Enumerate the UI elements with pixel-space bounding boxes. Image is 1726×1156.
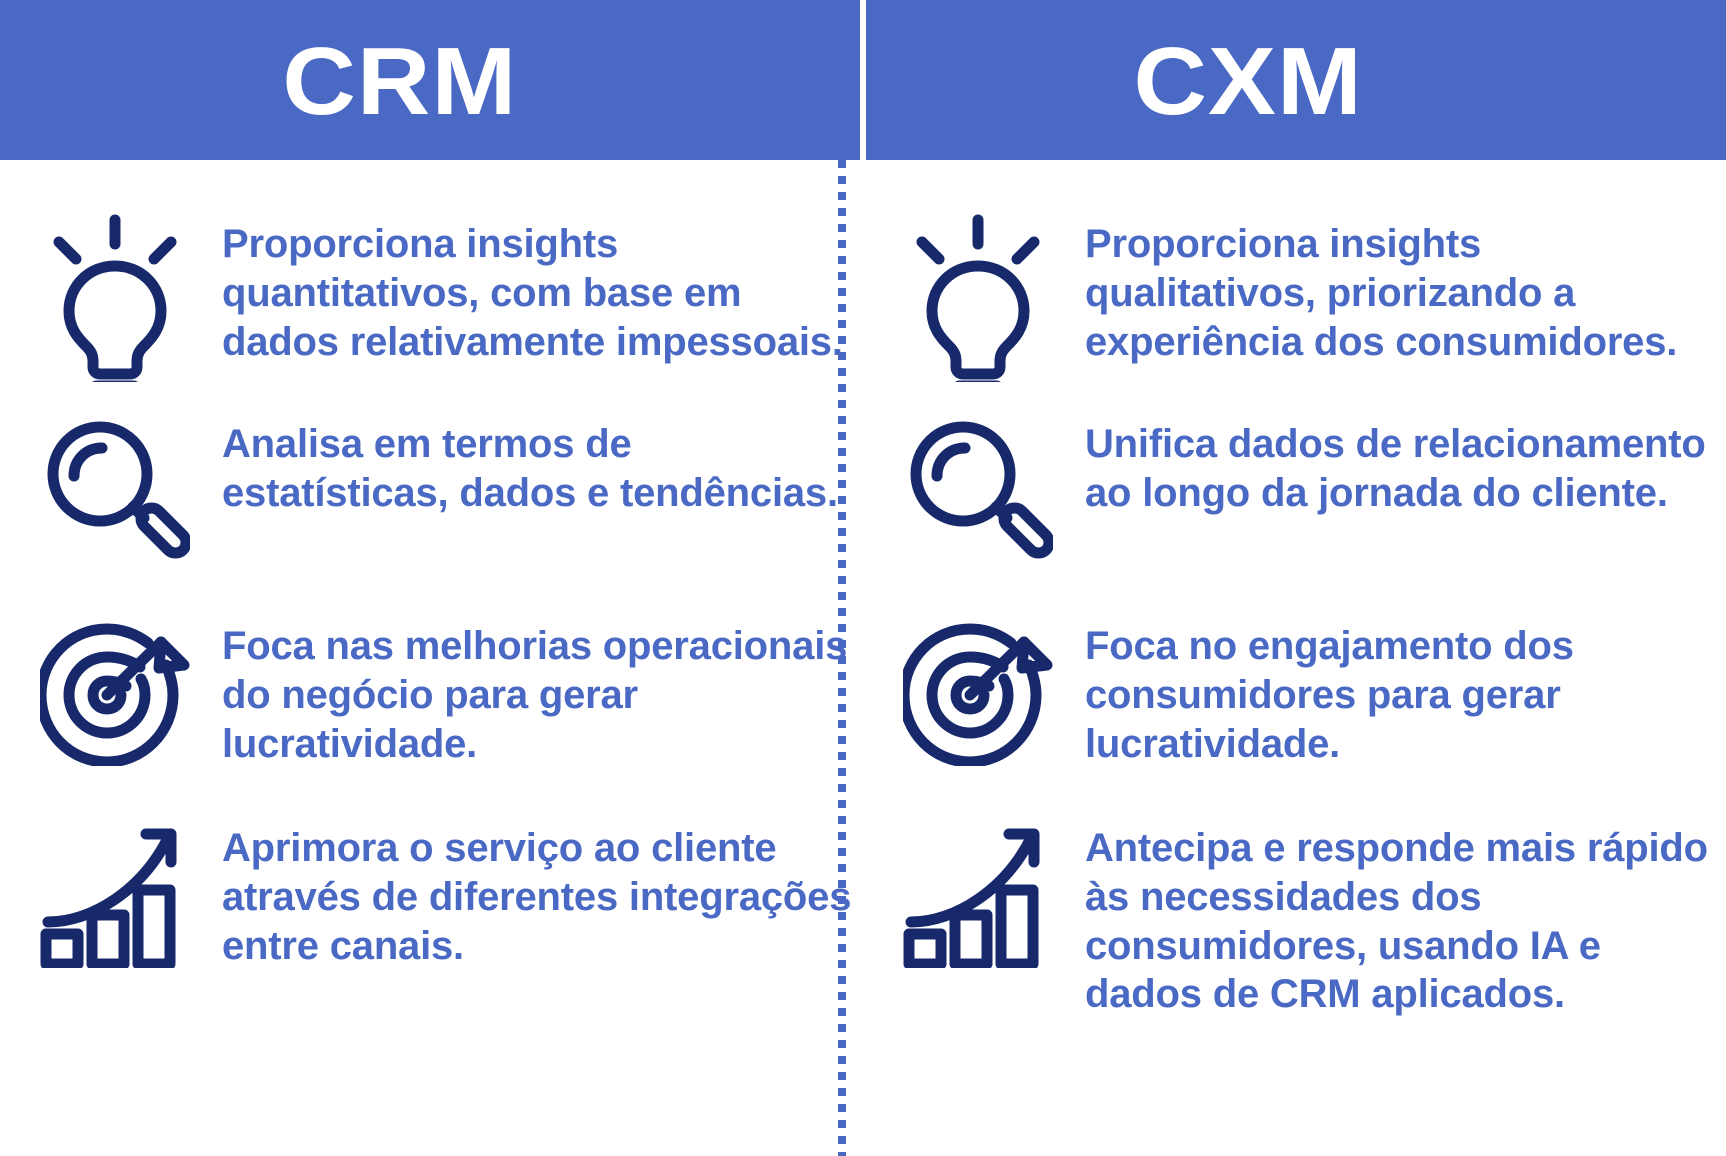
list-item: Analisa em termos de estatísticas, dados… [40,406,853,582]
growth-bar-chart-icon [40,810,222,986]
list-item-text: Proporciona insights qualitativos, prior… [1085,222,1678,364]
list-item-text: Proporciona insights quantitativos, com … [222,222,843,364]
header-band: CRM CXM [0,0,1726,160]
list-item-text: Analisa em termos de estatísticas, dados… [222,422,838,515]
list-item: Unifica dados de relacionamento ao longo… [903,406,1716,582]
list-item: Proporciona insights qualitativos, prior… [903,206,1716,382]
column-divider [838,160,846,1156]
list-item: Foca no engajamento dos consumidores par… [903,608,1716,784]
header-crm: CRM [0,0,860,160]
list-item-text: Unifica dados de relacionamento ao longo… [1085,422,1706,515]
header-title-crm: CRM [282,28,518,135]
lightbulb-icon [40,206,222,382]
column-crm: Proporciona insights quantitativos, com … [0,160,863,1156]
list-item-text: Foca no engajamento dos consumidores par… [1085,624,1574,766]
header-cxm: CXM [866,0,1726,160]
list-item-text: Foca nas melhorias operacionais do negóc… [222,624,848,766]
target-arrow-icon [903,608,1085,784]
content-area: Proporciona insights quantitativos, com … [0,160,1726,1156]
list-item-text: Aprimora o serviço ao cliente através de… [222,826,852,968]
target-arrow-icon [40,608,222,784]
magnifying-glass-icon [903,406,1085,582]
list-item: Aprimora o serviço ao cliente através de… [40,810,853,986]
list-item: Foca nas melhorias operacionais do negóc… [40,608,853,784]
list-item: Proporciona insights quantitativos, com … [40,206,853,382]
column-cxm: Proporciona insights qualitativos, prior… [863,160,1726,1156]
list-item: Antecipa e responde mais rápido às neces… [903,810,1716,1019]
magnifying-glass-icon [40,406,222,582]
lightbulb-icon [903,206,1085,382]
growth-bar-chart-icon [903,810,1085,986]
header-divider-gap [860,0,866,160]
header-title-cxm: CXM [1133,28,1364,135]
list-item-text: Antecipa e responde mais rápido às neces… [1085,826,1708,1017]
